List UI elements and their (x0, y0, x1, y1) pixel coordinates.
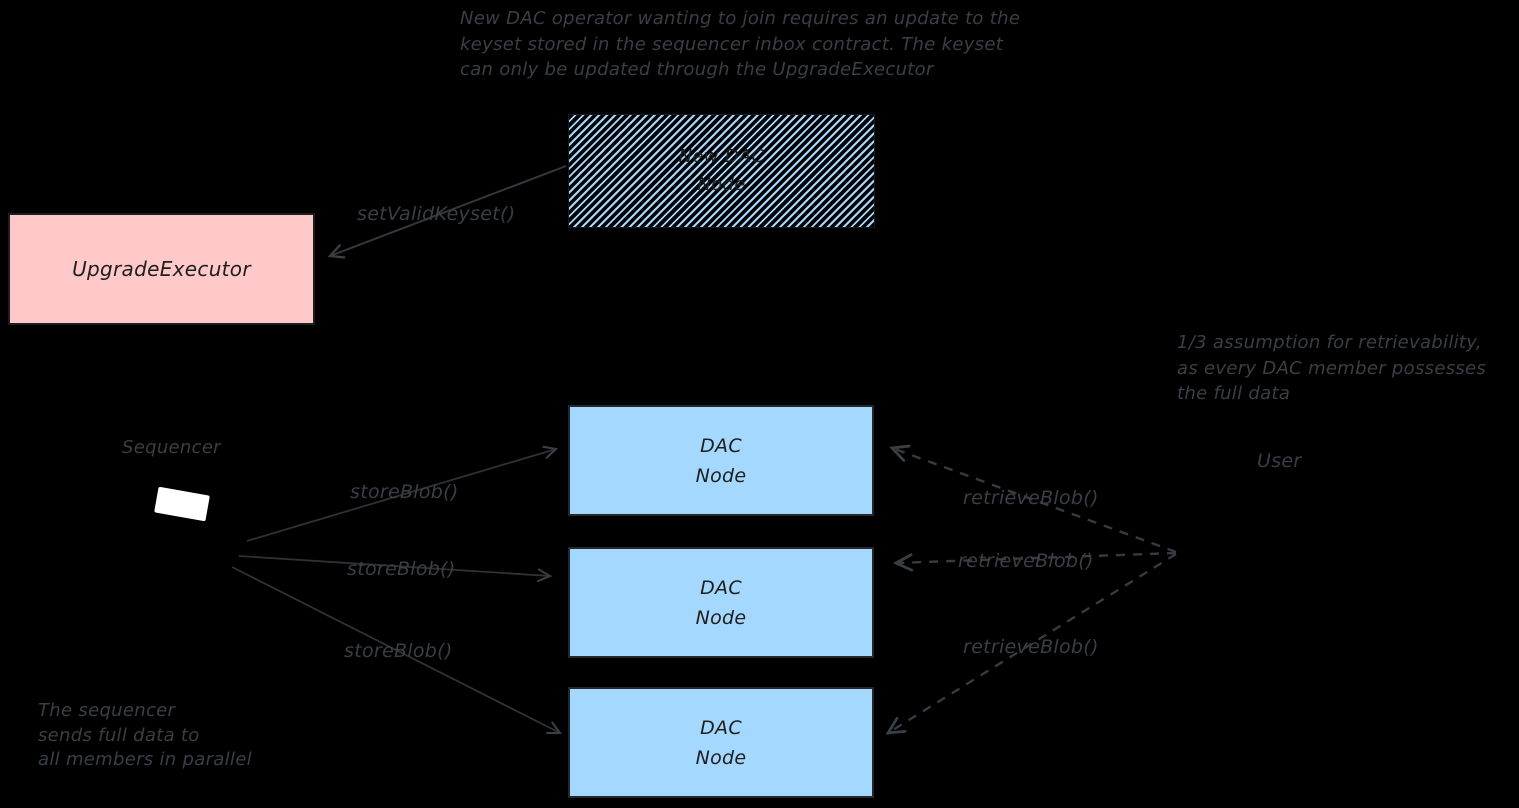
box-label: DAC (700, 716, 742, 739)
box-label: DAC (700, 434, 742, 457)
label-store-blob-2: storeBlob() (347, 558, 456, 580)
box-new-dac-node: New DAC Node (568, 114, 875, 228)
box-dac-node-1: DAC Node (568, 405, 874, 516)
arrow-store-blob-3 (231, 566, 563, 735)
label-retrieve-blob-3: retrieveBlob() (963, 636, 1099, 658)
note-line: New DAC operator wanting to join require… (460, 8, 1021, 29)
label-retrieve-blob-1: retrieveBlob() (963, 487, 1099, 509)
arrow-set-valid-keyset (327, 165, 567, 259)
box-label: UpgradeExecutor (72, 257, 251, 281)
box-label: Node (697, 174, 746, 195)
label-store-blob-3: storeBlob() (344, 640, 453, 662)
box-dac-node-2: DAC Node (568, 547, 874, 658)
note-line: The sequencer (38, 700, 176, 721)
arrow-store-blob-2 (238, 555, 553, 583)
box-label: DAC (700, 576, 742, 599)
note-sequencer-parallel: The sequencer sends full data to all mem… (38, 699, 252, 773)
note-line: as every DAC member possesses (1177, 357, 1487, 379)
label-store-blob-1: storeBlob() (350, 481, 459, 503)
note-line: sends full data to (38, 724, 200, 746)
label-retrieve-blob-2: retrieveBlob() (958, 550, 1094, 572)
box-dac-node-3: DAC Node (568, 687, 874, 798)
sequencer-label: Sequencer (122, 437, 221, 458)
note-keyset-update: New DAC operator wanting to join require… (460, 6, 1020, 83)
box-label: Node (695, 746, 747, 769)
note-line: all members in parallel (38, 749, 252, 770)
note-line: can only be updated through the UpgradeE… (460, 59, 934, 80)
arrow-retrieve-blob-2 (892, 551, 1177, 572)
note-line: the full data (1177, 383, 1291, 404)
box-upgrade-executor: UpgradeExecutor (8, 213, 315, 325)
note-line: keyset stored in the sequencer inbox con… (460, 33, 1004, 55)
box-label: New DAC (678, 146, 765, 167)
label-set-valid-keyset: setValidKeyset() (357, 203, 516, 225)
box-label: Node (695, 464, 747, 487)
note-line: 1/3 assumption for retrievability, (1177, 332, 1482, 353)
user-label: User (1257, 450, 1302, 472)
arrow-retrieve-blob-3 (885, 552, 1177, 735)
arrow-store-blob-1 (246, 445, 559, 542)
note-retrievability-assumption: 1/3 assumption for retrievability, as ev… (1177, 330, 1486, 407)
box-label: Node (695, 606, 747, 629)
